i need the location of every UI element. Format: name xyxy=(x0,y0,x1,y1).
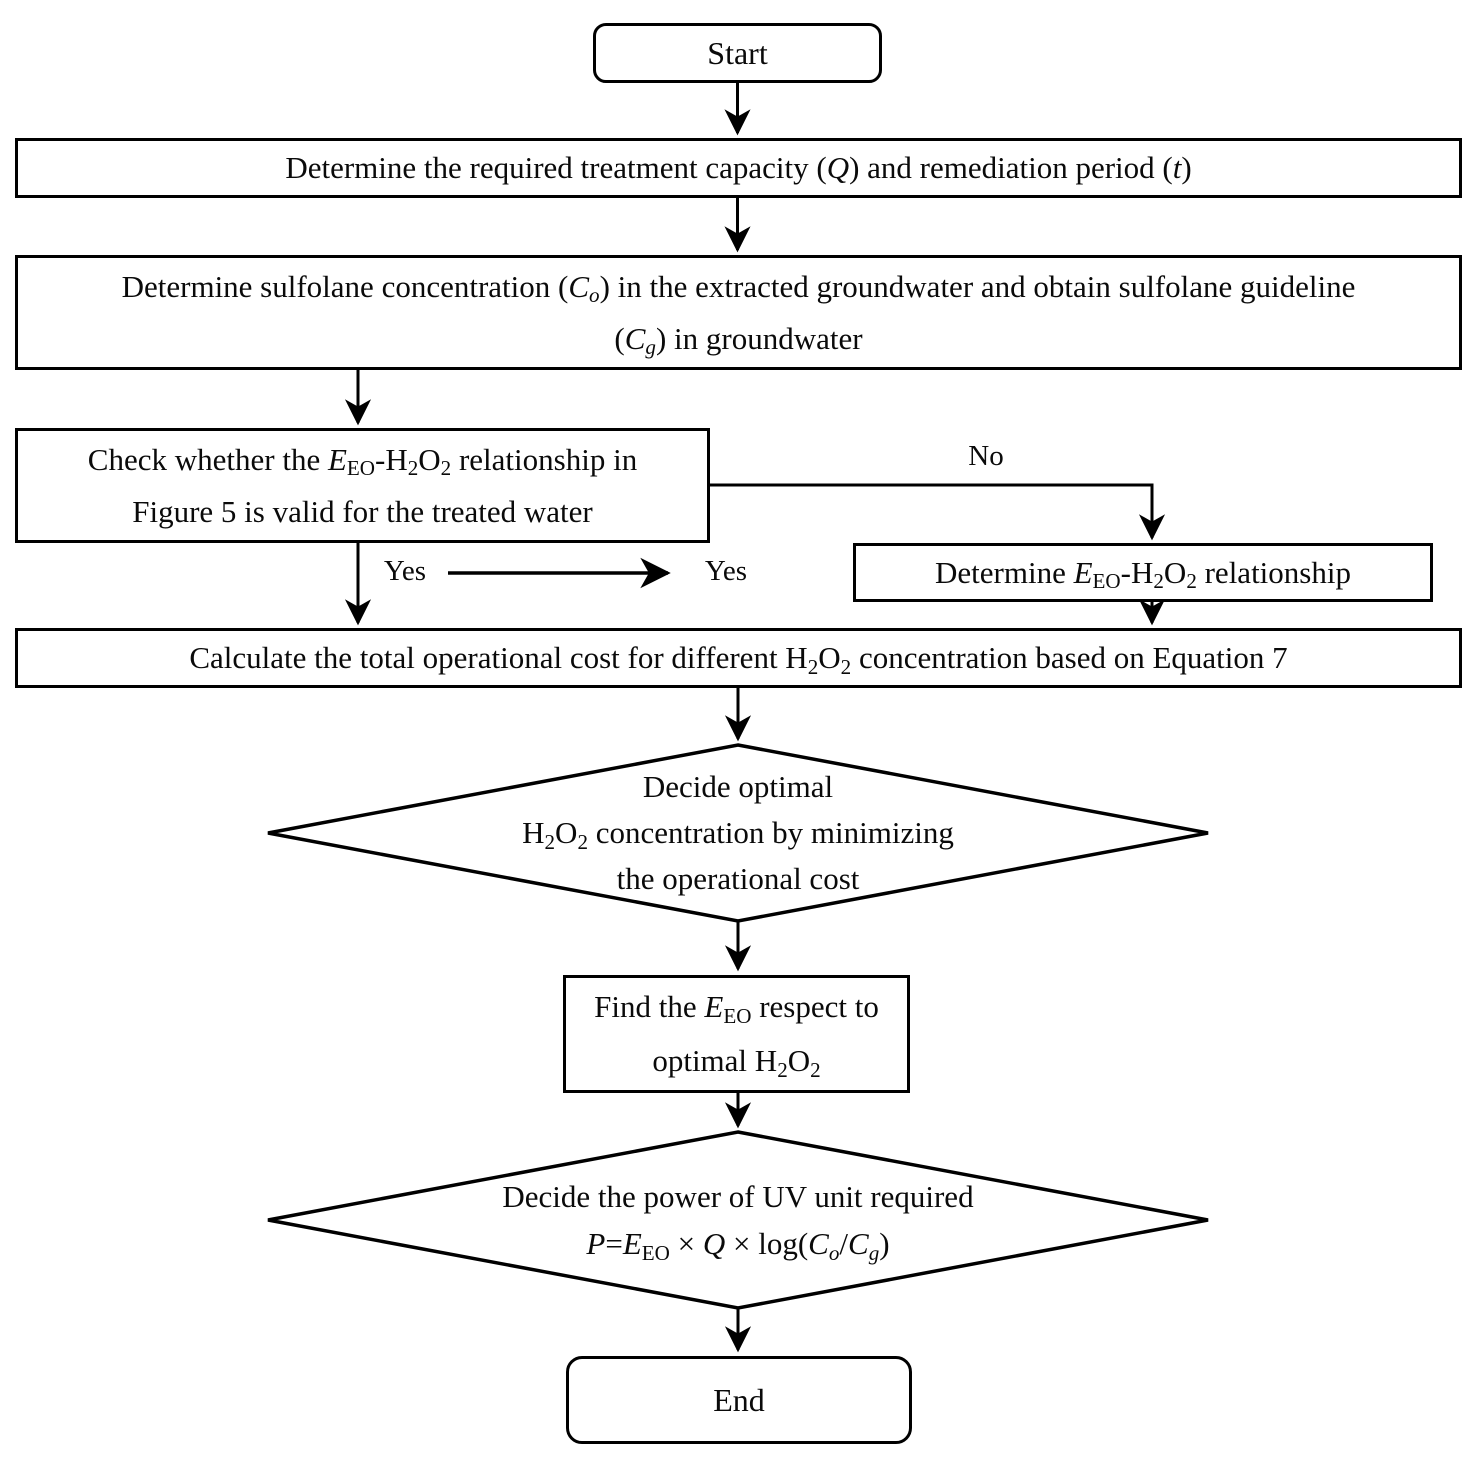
node-capacity-text: Determine the required treatment capacit… xyxy=(285,150,1192,185)
node-end-label: End xyxy=(713,1382,765,1418)
node-check-relationship: Check whether the EEO-H2O2 relationship … xyxy=(15,428,710,543)
node-calc-cost-text: Calculate the total operational cost for… xyxy=(189,640,1288,679)
node-determine-relationship: Determine EEO-H2O2 relationship xyxy=(853,543,1433,602)
node-check-line1: Check whether the EEO-H2O2 relationship … xyxy=(87,441,638,481)
arrow-no-branch xyxy=(710,483,1166,541)
node-capacity: Determine the required treatment capacit… xyxy=(15,138,1462,198)
node-determine-relationship-text: Determine EEO-H2O2 relationship xyxy=(935,554,1351,594)
node-start: Start xyxy=(593,23,882,83)
decide-h2o2-line2: H2O2 concentration by minimizing xyxy=(522,815,954,854)
node-calc-cost: Calculate the total operational cost for… xyxy=(15,628,1462,688)
decide-h2o2-line1: Decide optimal xyxy=(642,769,834,804)
node-find-eeo: Find the EEO respect to optimal H2O2 xyxy=(563,975,910,1093)
node-decide-power-text: Decide the power of UV unit required P=E… xyxy=(363,1170,1113,1270)
edge-label-no: No xyxy=(968,440,1004,472)
node-end: End xyxy=(566,1356,912,1444)
node-sulfolane-line1: Determine sulfolane concentration (Co) i… xyxy=(121,268,1356,308)
node-sulfolane: Determine sulfolane concentration (Co) i… xyxy=(15,255,1462,370)
node-sulfolane-line2: (Cg) in groundwater xyxy=(614,320,863,360)
node-check-line2: Figure 5 is valid for the treated water xyxy=(132,493,593,529)
decide-power-line1: Decide the power of UV unit required xyxy=(502,1179,974,1214)
edge-label-yes-left: Yes xyxy=(383,555,427,587)
node-find-eeo-line1: Find the EEO respect to xyxy=(594,989,879,1028)
node-find-eeo-line2: optimal H2O2 xyxy=(652,1043,821,1082)
decide-power-line2: P=EEO × Q × log(Co/Cg) xyxy=(586,1226,890,1265)
node-decide-h2o2-text: Decide optimal H2O2 concentration by min… xyxy=(363,763,1113,903)
edge-label-yes-right: Yes xyxy=(704,555,748,587)
node-start-label: Start xyxy=(707,35,768,71)
decide-h2o2-line3: the operational cost xyxy=(616,861,860,896)
